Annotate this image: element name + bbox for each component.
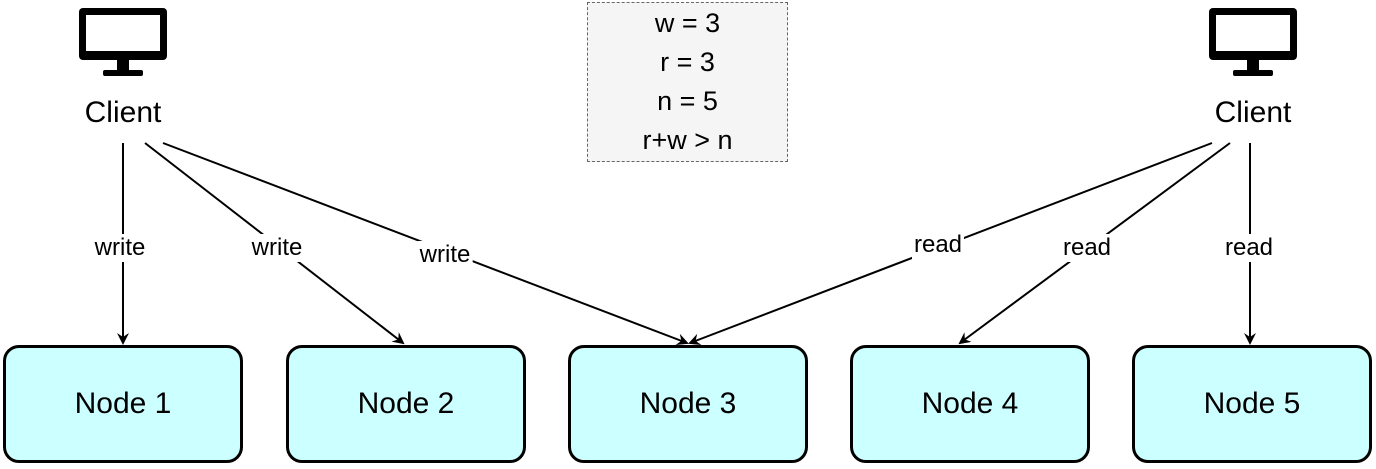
- node-1: Node 1: [3, 345, 243, 463]
- edge-label-read-4: read: [1060, 234, 1114, 262]
- quorum-n: n = 5: [657, 86, 718, 116]
- client-label-right: Client: [1214, 96, 1292, 129]
- monitor-icon: [79, 8, 167, 76]
- quorum-parameters-box: w = 3 r = 3 n = 5 r+w > n: [587, 2, 788, 162]
- edge-label-write-2: write: [249, 234, 305, 262]
- client-label-left: Client: [84, 96, 162, 129]
- node-5: Node 5: [1132, 345, 1372, 463]
- node-4: Node 4: [850, 345, 1090, 463]
- quorum-condition: r+w > n: [642, 125, 733, 155]
- edge-label-write-1: write: [92, 234, 148, 262]
- edge-label-read-3: read: [911, 231, 965, 259]
- edge-label-write-3: write: [417, 241, 473, 269]
- node-3: Node 3: [568, 345, 808, 463]
- quorum-r: r = 3: [660, 47, 715, 77]
- quorum-w: w = 3: [654, 8, 721, 38]
- edge-label-read-5: read: [1222, 234, 1276, 262]
- node-2: Node 2: [286, 345, 526, 463]
- monitor-icon: [1209, 8, 1297, 76]
